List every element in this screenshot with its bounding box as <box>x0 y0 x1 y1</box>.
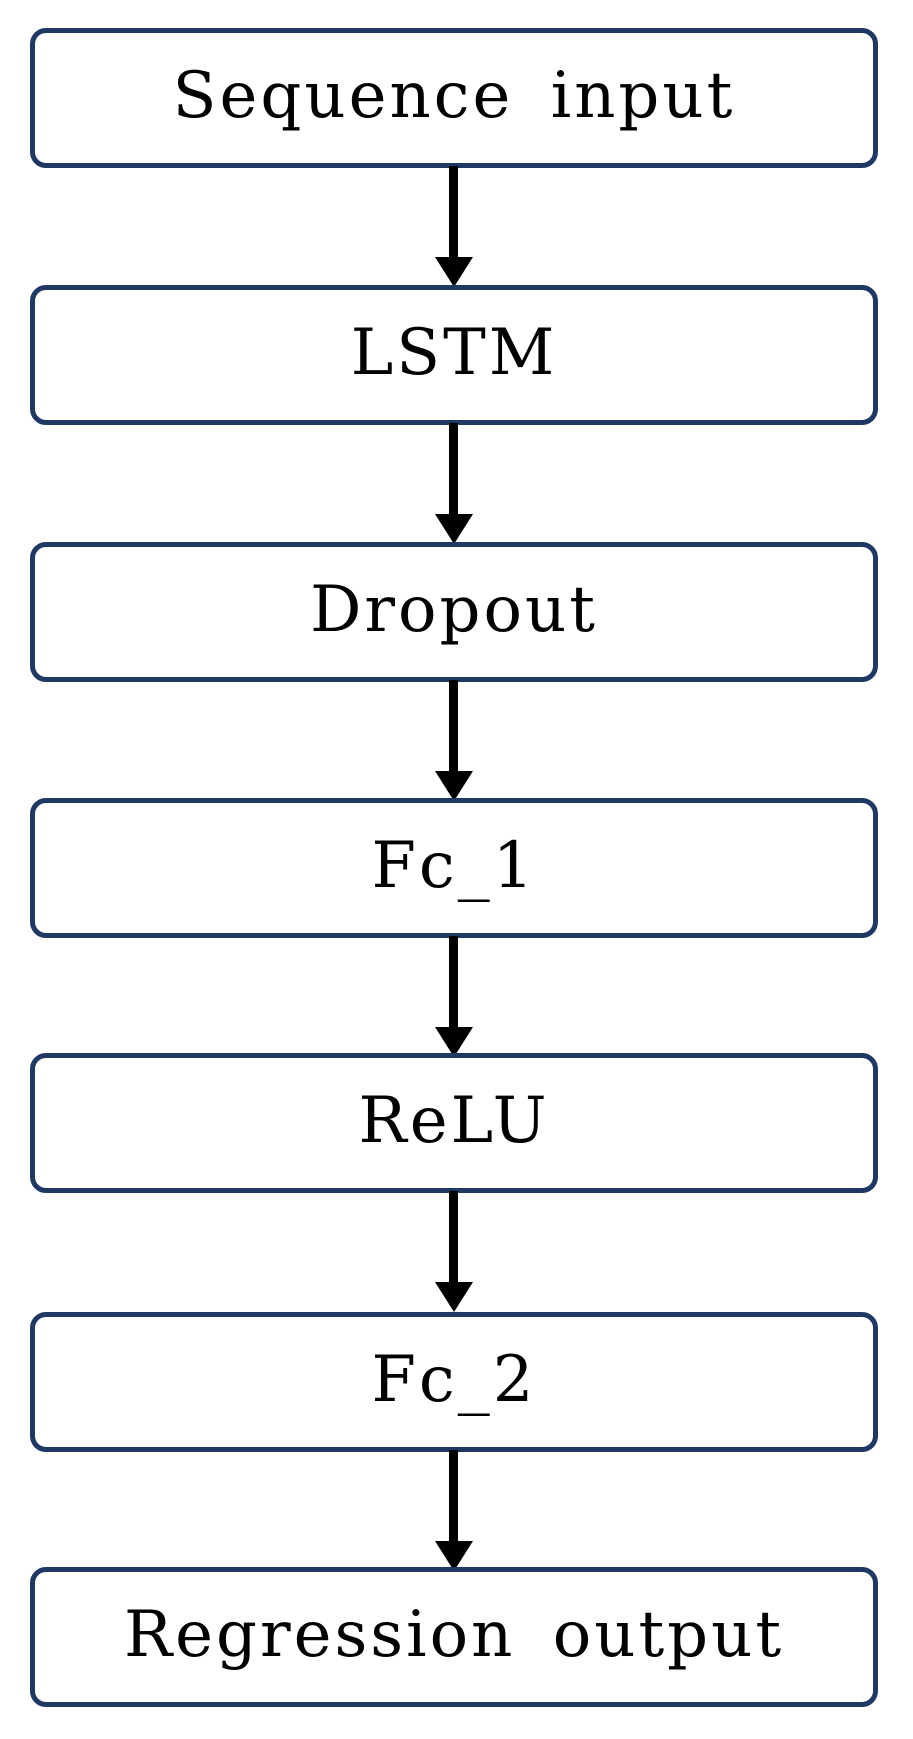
node-regression-output: Regression output <box>30 1567 878 1707</box>
arrow-head-icon <box>435 1282 473 1312</box>
node-fc-1: Fc_1 <box>30 798 878 938</box>
node-relu: ReLU <box>30 1053 878 1193</box>
node-regression-output-label: Regression output <box>123 1598 785 1672</box>
flow-arrow-5 <box>435 1191 473 1312</box>
node-dropout: Dropout <box>30 542 878 682</box>
flow-arrow-1 <box>435 166 473 287</box>
flow-arrow-2 <box>435 423 473 544</box>
node-dropout-label: Dropout <box>310 573 598 647</box>
node-relu-label: ReLU <box>358 1084 550 1158</box>
arrow-shaft <box>449 1191 458 1283</box>
node-fc-2-label: Fc_2 <box>371 1343 537 1417</box>
node-sequence-input: Sequence input <box>30 28 878 168</box>
arrow-shaft <box>449 1450 458 1542</box>
arrow-shaft <box>449 423 458 515</box>
node-lstm: LSTM <box>30 285 878 425</box>
arrow-shaft <box>449 936 458 1028</box>
arrow-head-icon <box>435 1541 473 1571</box>
flow-arrow-3 <box>435 680 473 801</box>
node-sequence-input-label: Sequence input <box>172 59 736 133</box>
node-fc-1-label: Fc_1 <box>371 829 537 903</box>
node-fc-2: Fc_2 <box>30 1312 878 1452</box>
arrow-shaft <box>449 166 458 258</box>
arrow-head-icon <box>435 514 473 544</box>
flow-arrow-6 <box>435 1450 473 1571</box>
node-lstm-label: LSTM <box>350 316 558 390</box>
flow-arrow-4 <box>435 936 473 1057</box>
arrow-head-icon <box>435 1027 473 1057</box>
arrow-head-icon <box>435 771 473 801</box>
arrow-shaft <box>449 680 458 772</box>
arrow-head-icon <box>435 257 473 287</box>
